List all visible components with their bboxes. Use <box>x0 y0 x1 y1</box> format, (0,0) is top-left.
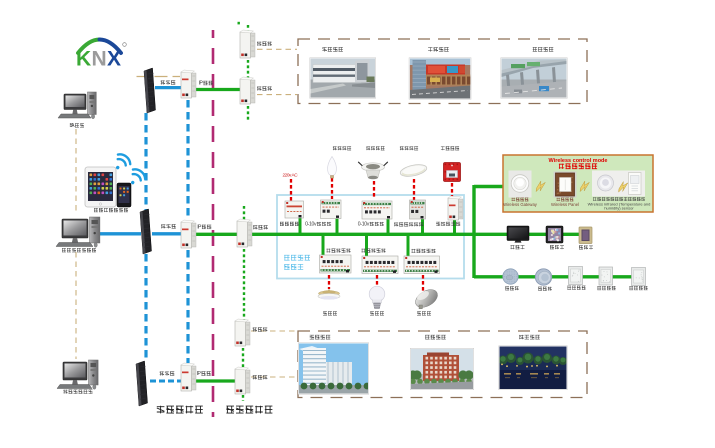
svg-text:0-10v: 0-10v <box>305 221 317 227</box>
svg-text:BA: BA <box>70 123 76 129</box>
svg-text:0-10v: 0-10v <box>358 221 370 227</box>
svg-text:N: N <box>92 48 107 71</box>
svg-text:IP: IP <box>199 81 204 87</box>
svg-text:X: X <box>107 48 121 71</box>
svg-text:Wireless control mode: Wireless control mode <box>549 158 608 164</box>
svg-text:Wireless Gateway: Wireless Gateway <box>503 202 538 207</box>
svg-text:220v AC: 220v AC <box>283 173 299 178</box>
svg-text:IP: IP <box>197 371 202 377</box>
svg-text:K: K <box>76 48 91 71</box>
svg-text:IP: IP <box>197 225 202 231</box>
svg-text:Wireless infrared (Temperature: Wireless infrared (Temperature and <box>588 201 651 206</box>
svg-text:humidity) sensor: humidity) sensor <box>604 206 634 211</box>
svg-text:Wireless Panel: Wireless Panel <box>551 202 579 207</box>
